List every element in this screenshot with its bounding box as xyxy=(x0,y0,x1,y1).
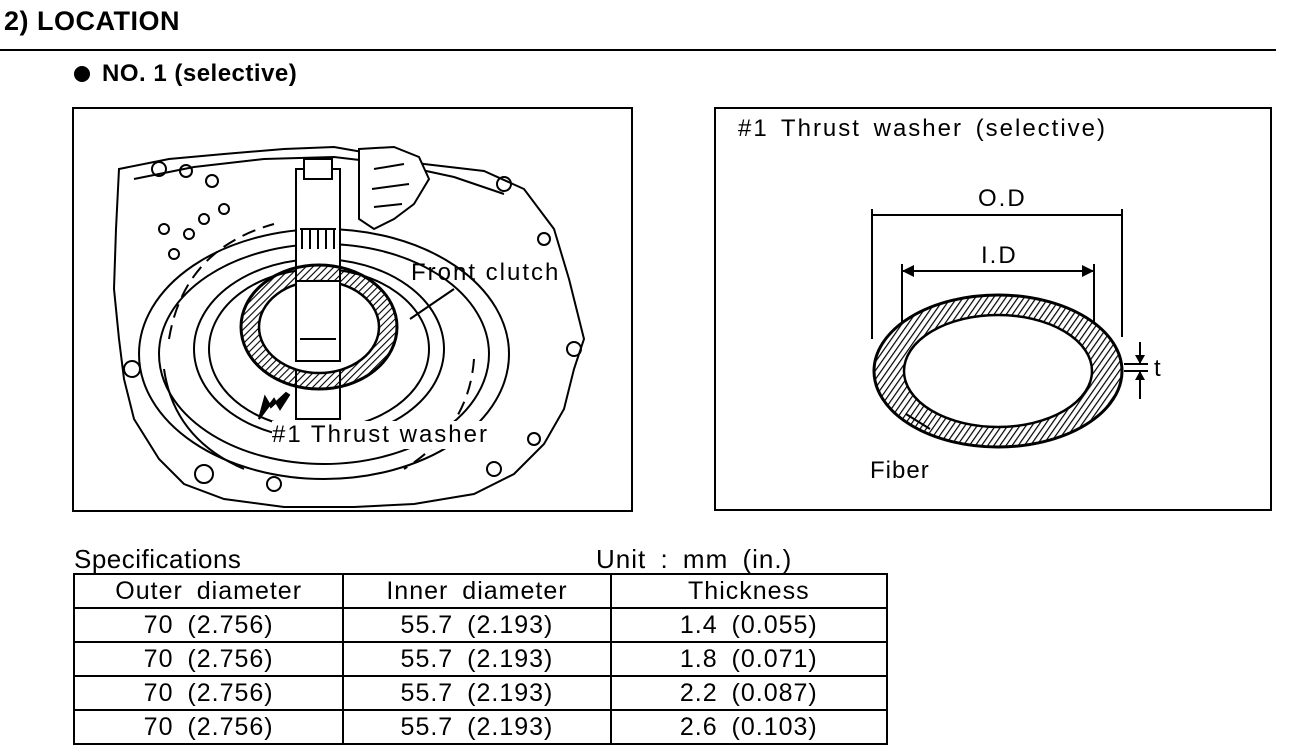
fiber-label: Fiber xyxy=(870,457,930,484)
unit-caption: Unit : mm (in.) xyxy=(596,544,793,574)
specifications-table: Outer diameter Inner diameter Thickness … xyxy=(72,573,889,745)
cell-inner-diameter: 55.7 (2.193) xyxy=(342,607,612,643)
table-row: 70 (2.756) 55.7 (2.193) 1.8 (0.071) xyxy=(72,641,889,677)
washer-drawing xyxy=(871,209,1148,449)
transmission-drawing xyxy=(112,145,586,508)
washer-diagram-title: #1 Thrust washer (selective) xyxy=(738,115,1108,142)
subsection-heading: NO. 1 (selective) xyxy=(74,60,297,88)
id-label: I.D xyxy=(981,242,1018,269)
cell-inner-diameter: 55.7 (2.193) xyxy=(342,675,612,711)
cell-outer-diameter: 70 (2.756) xyxy=(72,675,345,711)
cell-inner-diameter: 55.7 (2.193) xyxy=(342,641,612,677)
thickness-label: t xyxy=(1154,355,1163,382)
front-clutch-label: Front clutch xyxy=(411,259,561,286)
thrust-washer-label: #1 Thrust washer xyxy=(272,421,489,449)
header-thickness: Thickness xyxy=(609,573,889,609)
cell-outer-diameter: 70 (2.756) xyxy=(72,641,345,677)
header-outer-diameter: Outer diameter xyxy=(72,573,345,609)
cell-inner-diameter: 55.7 (2.193) xyxy=(342,709,612,745)
cell-thickness: 2.2 (0.087) xyxy=(609,675,889,711)
specifications-caption: Specifications xyxy=(74,544,242,574)
cell-thickness: 2.6 (0.103) xyxy=(609,709,889,745)
cell-outer-diameter: 70 (2.756) xyxy=(72,709,345,745)
bullet-icon xyxy=(74,66,90,82)
od-label: O.D xyxy=(978,185,1027,212)
header-inner-diameter: Inner diameter xyxy=(342,573,612,609)
section-divider xyxy=(0,49,1276,51)
table-row: 70 (2.756) 55.7 (2.193) 1.4 (0.055) xyxy=(72,607,889,643)
cell-outer-diameter: 70 (2.756) xyxy=(72,607,345,643)
cell-thickness: 1.8 (0.071) xyxy=(609,641,889,677)
subsection-title: NO. 1 (selective) xyxy=(102,60,298,87)
table-row: 70 (2.756) 55.7 (2.193) 2.6 (0.103) xyxy=(72,709,889,745)
table-header-row: Outer diameter Inner diameter Thickness xyxy=(72,573,889,609)
section-title: 2) LOCATION xyxy=(4,6,180,36)
cell-thickness: 1.4 (0.055) xyxy=(609,607,889,643)
transmission-illustration: Front clutch #1 Thrust washer xyxy=(72,107,633,512)
table-row: 70 (2.756) 55.7 (2.193) 2.2 (0.087) xyxy=(72,675,889,711)
thrust-washer-diagram: #1 Thrust washer (selective) O.D I.D t F… xyxy=(714,107,1272,511)
